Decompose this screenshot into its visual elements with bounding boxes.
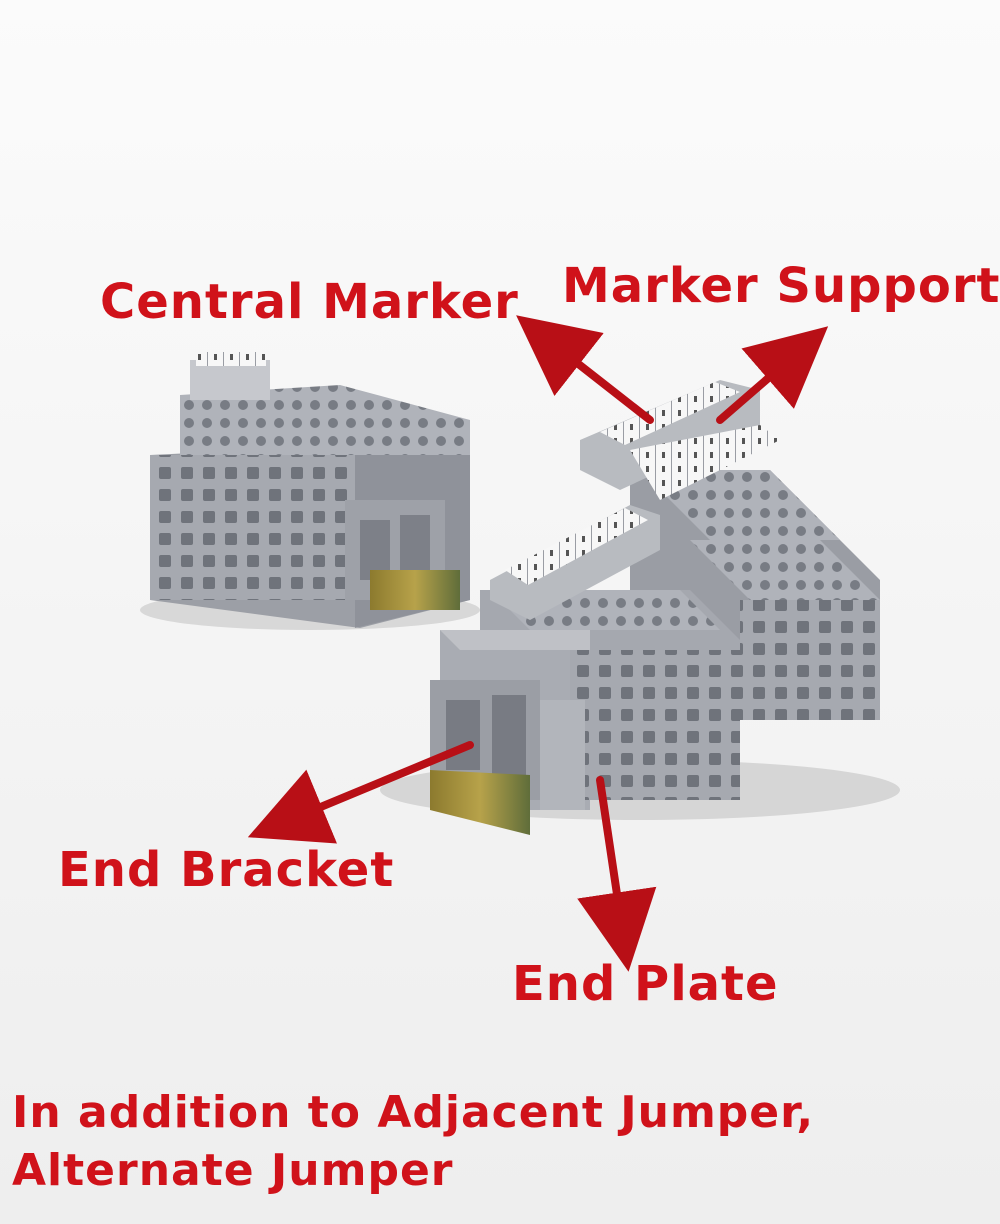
small-terminal-block-assembly [140, 352, 480, 630]
arrow-end-bracket [247, 741, 474, 844]
arrow-central-marker [516, 315, 654, 424]
annotation-arrows [247, 315, 829, 972]
central-marker-label: Central Marker [100, 274, 519, 330]
marker-support-label: Marker Support [562, 258, 1000, 314]
end-bracket-label: End Bracket [58, 842, 395, 898]
arrow-end-plate [577, 776, 657, 972]
caption-line-2: Alternate Jumper [12, 1145, 454, 1196]
arrow-marker-support [716, 326, 829, 424]
bottom-caption: In addition to Adjacent Jumper, Alternat… [12, 1084, 992, 1200]
caption-line-1: In addition to Adjacent Jumper, [12, 1087, 815, 1138]
end-plate-label: End Plate [512, 956, 779, 1012]
large-terminal-block-assembly [380, 380, 900, 835]
